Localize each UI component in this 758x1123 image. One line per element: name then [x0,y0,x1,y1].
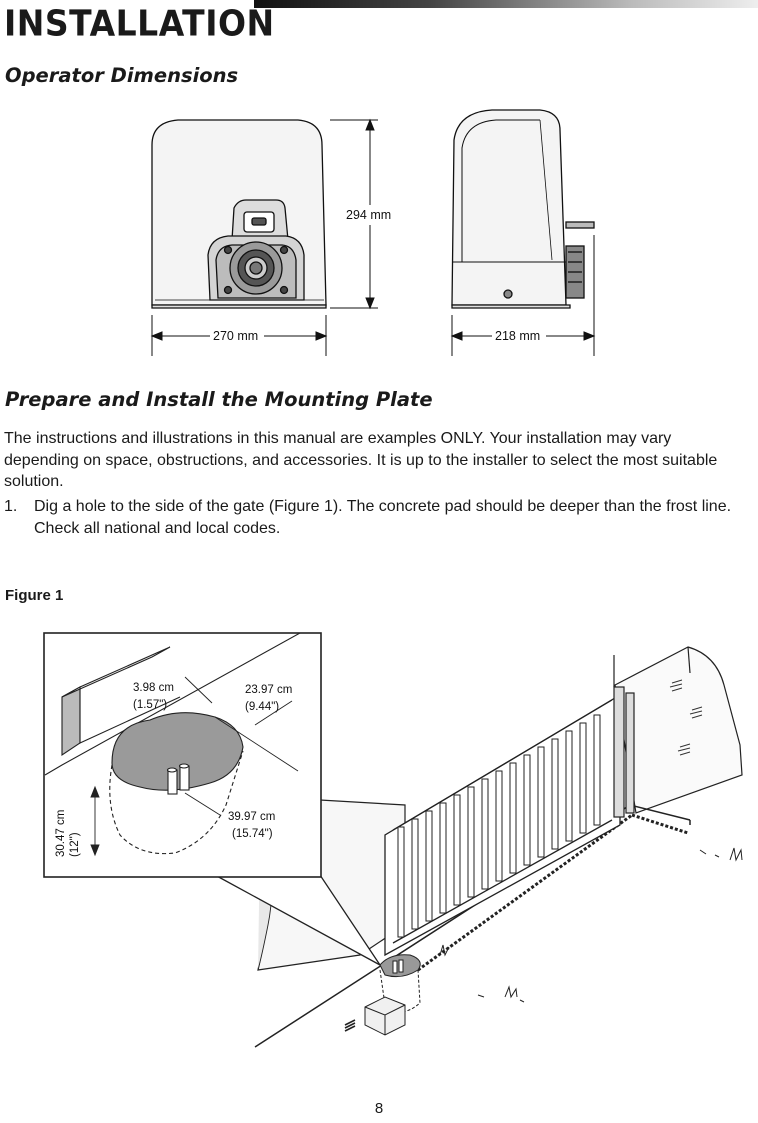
section-heading-operator-dimensions: Operator Dimensions [5,64,239,87]
junction-box [344,996,406,1036]
inset-detail [44,632,301,855]
callout-length-cm: 39.97 cm [228,811,275,823]
inset-dimension-lines [90,676,299,857]
page-number: 8 [374,1100,384,1117]
callout-length-in: (15.74") [232,828,273,840]
wall-right [614,646,743,814]
gate-pickets [397,714,601,938]
dimension-lines [150,118,596,356]
header-gradient-bar [254,0,758,8]
operator-dimensions-diagram: 294 mm 270 mm 218 mm [150,109,596,356]
callout-offset-cm: 3.98 cm [133,682,174,694]
step-number: 1. [4,498,18,515]
callout-offset-in: (1.57") [133,699,167,711]
section-heading-mounting-plate: Prepare and Install the Mounting Plate [5,388,433,411]
operator-front-view [151,119,327,309]
gate-posts [613,655,635,818]
step-text: Dig a hole to the side of the gate (Figu… [34,498,732,537]
dimension-height-label: 294 mm [346,208,391,222]
page-title: INSTALLATION [4,2,275,45]
dimension-width-label: 270 mm [213,329,258,343]
intro-paragraph: The instructions and illustrations in th… [4,430,718,490]
callout-depth-cm: 30.47 cm [55,810,67,857]
callout-width-in: (9.44") [245,701,279,713]
figure1-illustration: 3.98 cm (1.57") 23.97 cm (9.44") 39.97 c… [43,632,743,1048]
grass-tufts [439,847,743,1003]
operator-side-view [451,109,595,309]
dimension-depth-label: 218 mm [495,329,540,343]
callout-depth-in: (12") [69,832,81,857]
figure-label: Figure 1 [5,587,64,604]
callout-width-cm: 23.97 cm [245,684,292,696]
